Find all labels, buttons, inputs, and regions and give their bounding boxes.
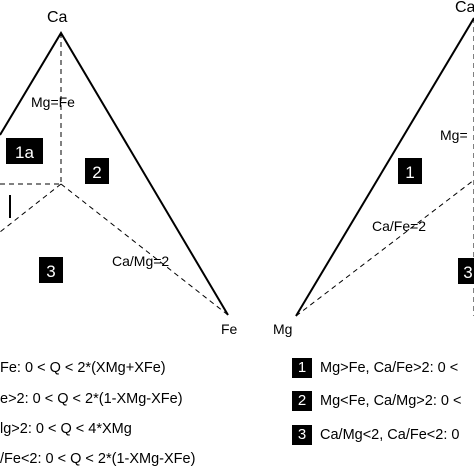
right-label-ca-fe: Ca/Fe=2 [372,218,426,234]
svg-text:1: 1 [405,163,414,182]
legend-badge-1: 1 [292,358,312,379]
right-vertex-ca: Ca [455,0,474,16]
left-region-badge-1a: 1a [6,138,43,164]
right-dashed-ca-fe [295,179,474,317]
right-region-badge-1: 1 [398,158,422,184]
right-ternary: Ca Mg Mg= Ca/Fe=2 1 3 [273,0,474,337]
left-dashed-ca-mg [60,183,229,316]
left-label-ca-mg: Ca/Mg=2 [112,253,169,269]
left-region-badge-2: 2 [85,158,109,184]
right-triangle-outline [295,17,474,317]
left-legend-row: Fe: 0 < Q < 2*(XMg+XFe) [0,360,166,377]
left-legend-row: /Fe<2: 0 < Q < 2*(1-XMg-XFe) [0,451,196,468]
left-vertex-fe: Fe [221,321,238,337]
left-region-badge-3: 3 [39,257,63,283]
legend-badge-3: 3 [292,425,312,446]
svg-text:3: 3 [463,263,472,282]
left-triangle-outline [0,31,229,316]
right-label-mg: Mg= [440,127,468,143]
svg-text:2: 2 [92,163,101,182]
svg-text:1a: 1a [15,143,34,162]
left-vertex-ca: Ca [47,9,68,26]
svg-text:3: 3 [46,262,55,281]
left-legend-row: e>2: 0 < Q < 2*(1-XMg-XFe) [0,391,183,408]
left-dashed-lower [0,183,62,233]
left-label-mg-fe: Mg=Fe [31,94,75,110]
left-ternary: Ca Fe Mg=Fe Ca/Mg=2 1a 2 3 [0,9,238,337]
left-legend-row: lg>2: 0 < Q < 4*XMg [0,421,132,438]
legend-badge-2: 2 [292,391,312,412]
right-vertex-mg: Mg [273,321,292,337]
right-region-badge-3: 3 [458,258,474,284]
